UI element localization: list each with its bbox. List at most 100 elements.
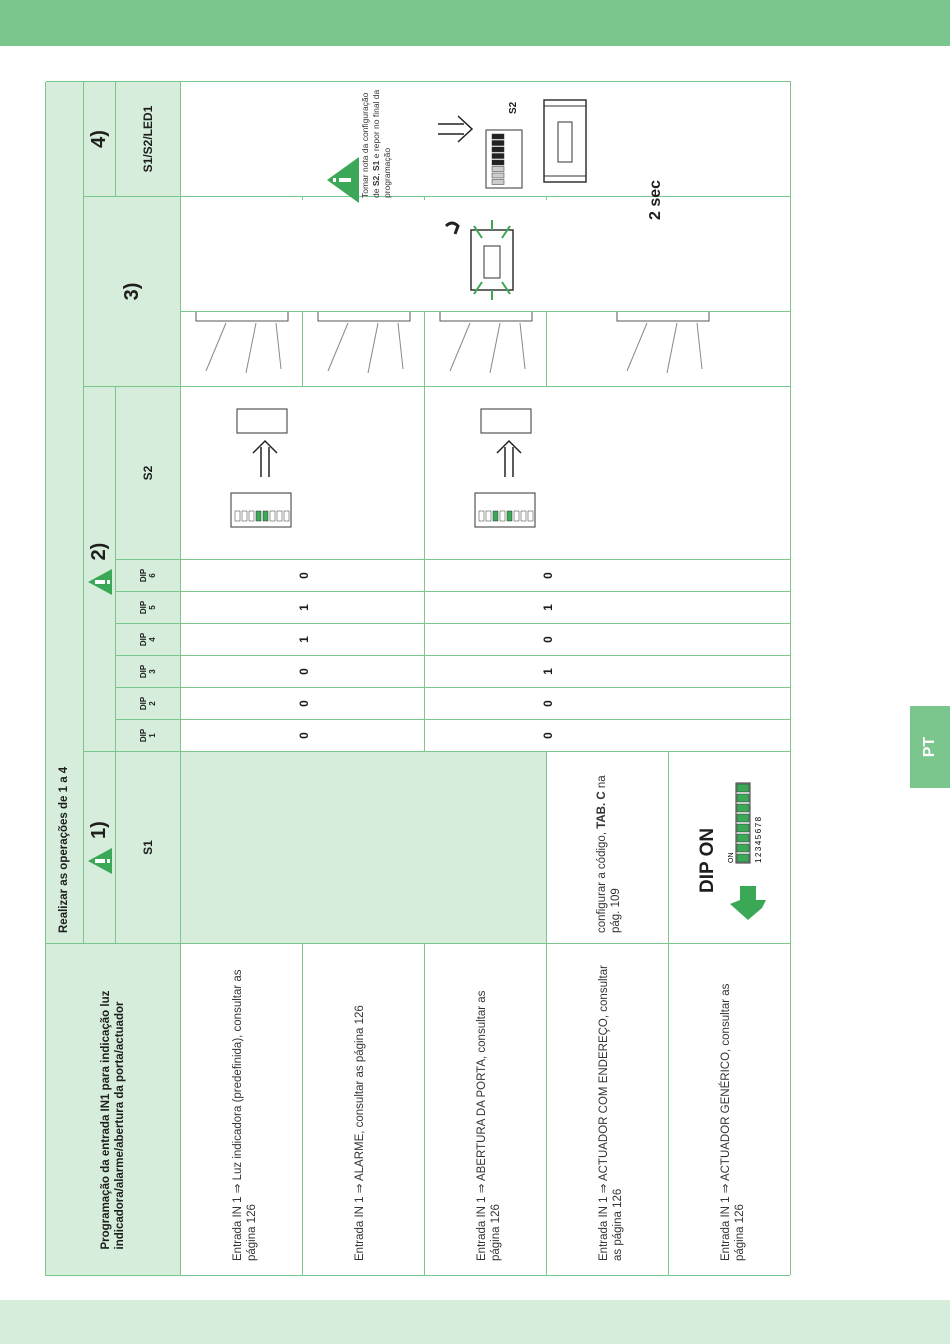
dip-switch <box>527 510 534 522</box>
row-description: Entrada IN 1 ⇒ ABERTURA DA PORTA, consul… <box>476 990 502 1261</box>
dip-switch <box>506 510 513 522</box>
footer-bar <box>0 1300 950 1344</box>
step-1-header: 1) <box>84 751 116 943</box>
step-2-header: 2) <box>84 386 116 751</box>
dip-switch <box>736 813 750 823</box>
dip-switch <box>276 510 283 522</box>
dip-switch <box>520 510 527 522</box>
table-row: Entrada IN 1 ⇒ ALARME, consultar as pági… <box>303 943 425 1275</box>
dip-column-header: DIP 4 <box>116 623 181 655</box>
svg-text:ON: ON <box>728 853 735 864</box>
dip-column-header: DIP 2 <box>116 687 181 719</box>
step-4-number: 4) <box>88 130 110 148</box>
dip-switch <box>234 510 241 522</box>
dip-value-cell: 1 <box>181 623 425 655</box>
dip-switch <box>478 510 485 522</box>
row-description: Entrada IN 1 ⇒ ACTUADOR GENÉRICO, consul… <box>720 983 746 1261</box>
dip-switch <box>283 510 290 522</box>
row-description: Entrada IN 1 ⇒ ACTUADOR COM ENDEREÇO, co… <box>598 965 624 1261</box>
table-row: Entrada IN 1 ⇒ ABERTURA DA PORTA, consul… <box>425 943 547 1275</box>
step-3-number: 3) <box>120 282 143 301</box>
row-description: Entrada IN 1 ⇒ Luz indicadora (predefini… <box>232 969 258 1261</box>
dip-switch-all-on-graphic: ON 12345678 <box>728 782 766 920</box>
dip-switch <box>241 510 248 522</box>
dip-switch <box>499 510 506 522</box>
s1-empty-cell <box>181 751 547 943</box>
dip-switch <box>491 153 505 159</box>
dip-switch <box>736 823 750 833</box>
step-1-number: 1) <box>88 821 110 839</box>
right-arrow-icon <box>438 115 474 143</box>
dip-switch <box>491 172 505 179</box>
dip-value-cell: 0 <box>425 687 791 719</box>
dip-value-cell: 1 <box>425 655 791 687</box>
led-blink-graphic <box>444 220 514 300</box>
step-2-number: 2) <box>88 542 110 561</box>
warning-icon <box>325 155 361 210</box>
s2-cell-group-a <box>181 386 425 559</box>
warning-icon <box>87 847 112 874</box>
s1s2led1-column-header: S1/S2/LED1 <box>116 81 181 196</box>
row-description: Entrada IN 1 ⇒ ALARME, consultar as pági… <box>354 1005 366 1261</box>
module-graphic <box>543 99 587 183</box>
ops-header: Realizar as operações de 1 a 4 <box>58 766 70 933</box>
s1-configure-cell: configurar a código, TAB. C na pág. 109 <box>547 751 669 943</box>
table-row: Entrada IN 1 ⇒ ACTUADOR COM ENDEREÇO, co… <box>547 943 669 1275</box>
warning-icon <box>87 569 112 596</box>
sound-icon <box>444 221 460 235</box>
table-title: Programação da entrada IN1 para indicaçã… <box>100 990 126 1250</box>
dip-switch <box>491 140 505 146</box>
header-bar <box>0 0 950 46</box>
s2-switch-final: S2 <box>480 92 550 192</box>
dip-column-header: DIP 3 <box>116 655 181 687</box>
dip-switch <box>491 159 505 166</box>
table-row: Entrada IN 1 ⇒ ACTUADOR GENÉRICO, consul… <box>669 943 791 1275</box>
dip-value-cell: 1 <box>425 591 791 623</box>
table-row: Entrada IN 1 ⇒ Luz indicadora (predefini… <box>181 943 303 1275</box>
language-tab-label: PT <box>921 736 938 758</box>
dip-value-cell: 0 <box>425 559 791 591</box>
dip-value-cell: 0 <box>425 623 791 655</box>
dip-switch <box>262 510 269 522</box>
dip-switch <box>492 510 499 522</box>
dip-switch-sequence-graphic <box>474 408 536 528</box>
dip-switch <box>255 510 262 522</box>
s2-label: S2 <box>508 101 519 114</box>
dip-value-cell: 1 <box>181 591 425 623</box>
dip-switch <box>248 510 255 522</box>
dip-switch <box>736 843 750 853</box>
step-4-header: 4) <box>84 81 116 196</box>
dip-switch <box>736 853 750 863</box>
dip-on-label: DIP ON <box>697 827 718 893</box>
s2-cell-group-b <box>425 386 791 559</box>
dip-column-header: DIP 1 <box>116 719 181 751</box>
dip-value-cell: 0 <box>425 719 791 751</box>
dip-switch <box>269 510 276 522</box>
s1-dip-on-cell: DIP ON ON 12345678 <box>669 751 791 943</box>
step-3-timing-cell: 2 sec <box>180 180 790 312</box>
dip-switch-sequence-graphic <box>230 408 292 528</box>
s1-column-header: S1 <box>116 751 181 943</box>
step-4-note: Tomar nota da configuração de S2, S1 e r… <box>360 86 396 198</box>
dip-column-header: DIP 6 <box>116 559 181 591</box>
dip-switch <box>736 793 750 803</box>
dip-switch <box>736 803 750 813</box>
dip-switch <box>736 833 750 843</box>
s2-column-header: S2 <box>116 386 181 559</box>
note-text: Tomar nota da configuração de S2, S1 e r… <box>360 89 392 198</box>
dip-switch <box>491 146 505 153</box>
dip-switch <box>491 179 505 185</box>
dip-switch <box>491 133 505 140</box>
dip-switch <box>736 783 750 793</box>
dip-switch <box>491 166 505 172</box>
dip-value-cell: 0 <box>181 687 425 719</box>
svg-text:12345678: 12345678 <box>754 815 763 863</box>
s1-configure-text: configurar a código, TAB. C na pág. 109 <box>596 775 622 933</box>
dip-column-header: DIP 5 <box>116 591 181 623</box>
dip-value-cell: 0 <box>181 719 425 751</box>
programming-table: Programação da entrada IN1 para indicaçã… <box>45 81 791 1276</box>
table-title-cell: Programação da entrada IN1 para indicaçã… <box>46 943 181 1275</box>
language-tab: PT <box>910 706 950 788</box>
dip-switch <box>485 510 492 522</box>
step-3-header: 3) <box>84 196 181 386</box>
